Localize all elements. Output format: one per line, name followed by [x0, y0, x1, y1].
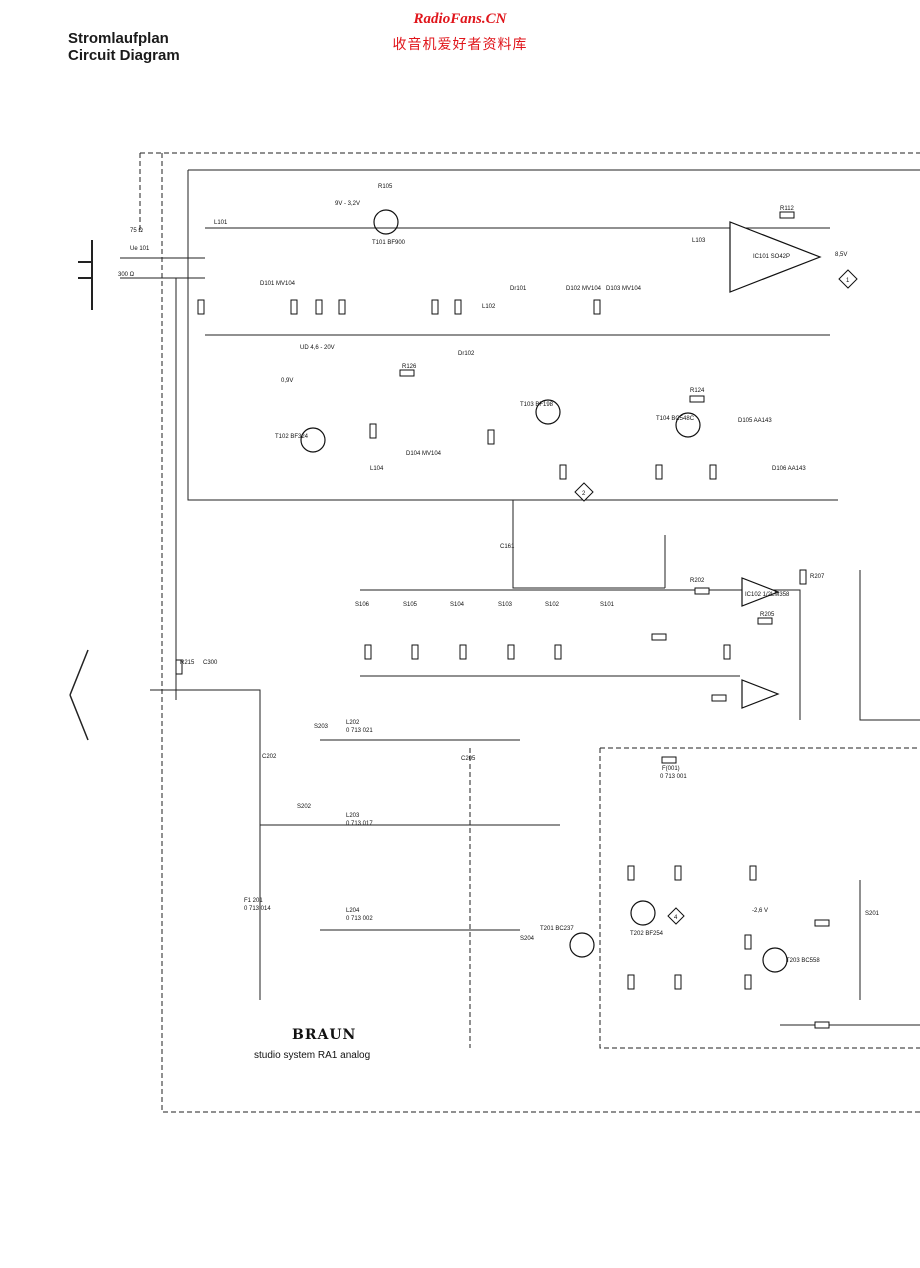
label-t101: T101 BF900 [372, 240, 406, 246]
label-t102-voltage: 0,9V [281, 378, 293, 384]
label-s104: S104 [450, 602, 465, 608]
label-f001-part: 0 713 001 [660, 774, 687, 780]
label-s204: S204 [520, 936, 535, 942]
label-r124: R124 [690, 388, 705, 394]
label-s102: S102 [545, 602, 560, 608]
ic101-amplifier [729, 221, 822, 293]
model-name: studio system RA1 analog [254, 1050, 371, 1061]
label-d104: D104 MV104 [406, 451, 442, 457]
label-out-voltage: 8,5V [835, 252, 847, 258]
label-l203: L203 [346, 813, 360, 819]
label-r167: R207 [810, 574, 825, 580]
label-ic102: IC102 1/2LM358 [745, 592, 790, 598]
label-s202: S202 [297, 804, 312, 810]
ic102-opamps [741, 577, 780, 709]
label-c161: C161 [500, 544, 515, 550]
label-ic101: IC101 SO42P [753, 254, 790, 260]
label-l103: L103 [692, 238, 706, 244]
label-l204: L204 [346, 908, 360, 914]
label-r112: R112 [780, 206, 795, 212]
label-s105: S105 [403, 602, 418, 608]
label-d102: D102 MV104 [566, 286, 602, 292]
label-d103: D103 MV104 [606, 286, 642, 292]
label-c205: C205 [461, 756, 476, 762]
title-german: Stromlaufplan [68, 30, 169, 47]
label-d106: D106 AA143 [772, 466, 806, 472]
label-r162: R202 [690, 578, 705, 584]
label-r215: R215 [180, 660, 195, 666]
label-f201-part: 0 713 014 [244, 906, 271, 912]
label-l104: L104 [370, 466, 384, 472]
label-s101: S101 [600, 602, 615, 608]
frame-lines [69, 152, 920, 1113]
label-s103: S103 [498, 602, 513, 608]
label-l202-part: 0 713 021 [346, 728, 373, 734]
label-l204-part: 0 713 002 [346, 916, 373, 922]
resistor-symbols [175, 211, 830, 1029]
label-r165: R205 [760, 612, 775, 618]
label-d105: D105 AA143 [738, 418, 772, 424]
label-75ohm: 75 Ω [130, 228, 143, 234]
label-s201: S201 [865, 911, 880, 917]
label-dr102: Dr102 [458, 351, 475, 357]
label-l101: L101 [214, 220, 228, 226]
label-l102: L102 [482, 304, 496, 310]
marker-symbols [574, 269, 858, 925]
label-f201: F1 201 [244, 898, 263, 904]
label-l202: L202 [346, 720, 360, 726]
label-ue101: Ue 101 [130, 246, 150, 252]
schematic-labels: 75 Ω 300 Ω Ue 101 UD 4,6 - 20V 9V - 3,2V… [118, 184, 880, 964]
label-c202: C202 [262, 754, 277, 760]
label-t203: T203 BC558 [786, 958, 820, 964]
label-t201: T201 BC237 [540, 926, 574, 932]
label-s106: S106 [355, 602, 370, 608]
label-l203-part: 0 713 017 [346, 821, 373, 827]
marker-2: 2 [582, 491, 586, 497]
title-english: Circuit Diagram [68, 47, 180, 64]
label-s203: S203 [314, 724, 329, 730]
transistor-symbols [300, 209, 788, 973]
diagram-title: Stromlaufplan Circuit Diagram [68, 30, 180, 64]
label-r126: R126 [402, 364, 417, 370]
label-f001: F(001) [662, 766, 680, 772]
label-t203-voltage: -2,6 V [752, 908, 768, 914]
watermark-site: RadioFans.CN [413, 11, 507, 27]
label-c300: C300 [203, 660, 218, 666]
label-t101-voltage: 9V - 3,2V [335, 201, 360, 207]
label-ud: UD 4,6 - 20V [300, 345, 335, 351]
label-t102: T102 BF324 [275, 434, 309, 440]
label-t103: T103 BF198 [520, 402, 554, 408]
label-d101: D101 MV104 [260, 281, 296, 287]
watermark-tagline: 收音机爱好者资料库 [392, 37, 528, 53]
label-r105: R105 [378, 184, 393, 190]
marker-1: 1 [846, 278, 850, 284]
brand-logo: BRAUN [292, 1027, 357, 1043]
label-dr101: Dr101 [510, 286, 527, 292]
label-t104: T104 BC548C [656, 416, 695, 422]
marker-4: 4 [674, 915, 678, 921]
label-300ohm: 300 Ω [118, 272, 135, 278]
label-t202: T202 BF254 [630, 931, 664, 937]
